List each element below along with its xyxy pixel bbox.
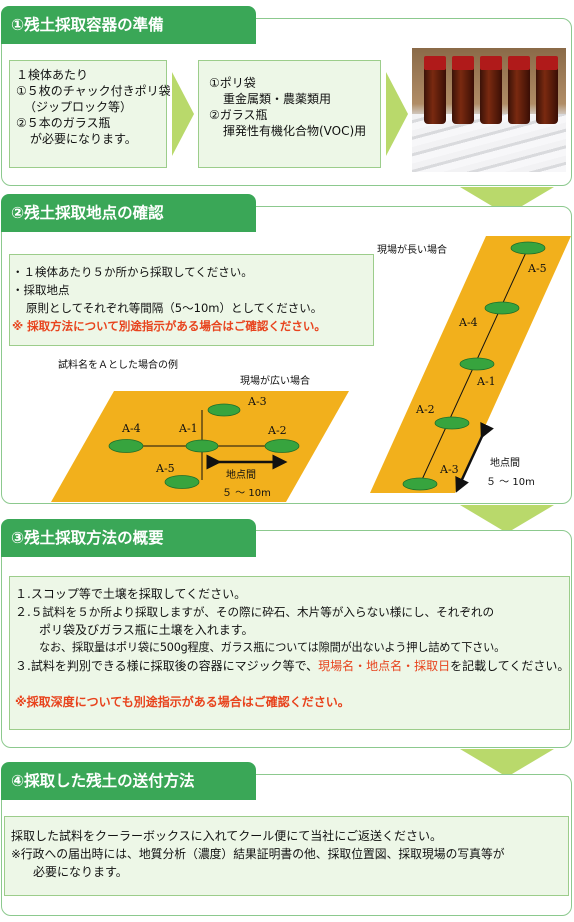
section-1-title: ①残土採取容器の準備 <box>11 16 164 34</box>
sampling-point-instructions: ・１検体あたり５か所から採取してください。 ・採取地点 原則としてそれぞれ等間隔… <box>9 254 374 346</box>
box2-line-2: ②ガラス瓶 <box>209 108 268 122</box>
long-point-a3 <box>402 477 438 491</box>
step-3-highlight: 現場名・地点名・採取日 <box>318 659 451 673</box>
long-distance-label: 地点間 <box>490 458 520 469</box>
wide-label-a1: A-1 <box>179 422 198 435</box>
box1-line-3: ②５本のガラス瓶 <box>16 116 111 130</box>
sampling-line-2: 原則としてそれぞれ等間隔（5～10m）としてください。 <box>26 301 323 315</box>
sampling-depth-note: ※採取深度についても別途指示がある場合はご確認ください。 <box>15 695 350 709</box>
shipping-line-1: ※行政への届出時には、地質分析（濃度）結果証明書の他、採取位置図、採取現場の写真… <box>11 847 505 861</box>
box2-line-1: 重金属類・農薬類用 <box>223 92 332 106</box>
method-step-1: １.スコップ等で土壌を採取してください。 <box>15 585 569 603</box>
glass-bottle-image <box>424 62 446 124</box>
long-distance-value: ５ ～ 10m <box>486 477 535 488</box>
wide-label-a5: A-5 <box>156 462 175 475</box>
wide-distance-value: ５ ～ 10m <box>222 488 271 499</box>
step-2-text-2: ポリ袋及びガラス瓶に土壌を入れます。 <box>39 623 254 637</box>
bottle-cap-image <box>536 56 558 70</box>
box2-line-3: 揮発性有機化合物(VOC)用 <box>223 124 367 138</box>
step-1-text: スコップ等で土壌を採取してください。 <box>30 587 247 601</box>
sampling-method-steps: １.スコップ等で土壌を採取してください。 ２.５試料を５か所より採取しますが、そ… <box>9 576 570 730</box>
wide-label-a4: A-4 <box>122 422 141 435</box>
box1-line-4: が必要になります。 <box>30 132 137 146</box>
long-point-a2 <box>434 416 470 430</box>
long-label-a4: A-4 <box>459 316 478 329</box>
containers-per-sample-box: １検体あたり ①５枚のチャック付きポリ袋 （ジップロック等） ②５本のガラス瓶 … <box>9 60 171 168</box>
sampling-line-0: ・１検体あたり５か所から採取してください。 <box>12 265 253 279</box>
sampling-line-1: ・採取地点 <box>12 283 70 297</box>
wide-distance-label: 地点間 <box>226 470 256 481</box>
box1-line-2: （ジップロック等） <box>24 100 133 114</box>
shipping-line-2: 必要になります。 <box>33 865 128 879</box>
section-3-title: ③残土採取方法の概要 <box>11 529 164 547</box>
wide-label-a2: A-2 <box>268 424 287 437</box>
section-title-containers: ①残土採取容器の準備 <box>1 6 256 44</box>
step-3-text-after: を記載してください。 <box>450 659 570 673</box>
glass-bottle-image <box>452 62 474 124</box>
long-point-a1 <box>459 357 495 371</box>
glass-bottle-image <box>480 62 502 124</box>
long-site-title: 現場が長い場合 <box>377 245 447 256</box>
arrow-down-icon <box>460 505 554 533</box>
long-point-a4 <box>484 301 520 315</box>
bottle-cap-image <box>480 56 502 70</box>
wide-point-a1 <box>185 439 219 453</box>
long-label-a1: A-1 <box>477 375 496 388</box>
wide-point-a5 <box>164 475 200 489</box>
shipping-instructions: 採取した試料をクーラーボックスに入れてクール便にて当社にご返送ください。 ※行政… <box>4 816 569 896</box>
long-distance-arrow <box>455 422 494 493</box>
arrow-down-icon <box>460 749 554 777</box>
step-3-text: 試料を判別できる様に採取後の容器にマジック等で、 <box>30 659 319 673</box>
glass-bottle-image <box>536 62 558 124</box>
step-2-number: ２. <box>15 605 31 619</box>
glass-bottle-image <box>508 62 530 124</box>
bottle-cap-image <box>452 56 474 70</box>
box1-line-0: １検体あたり <box>16 68 89 82</box>
sampling-note: ※ 採取方法について別途指示がある場合はご確認ください。 <box>12 319 326 333</box>
step-1-number: １. <box>15 587 31 601</box>
long-label-a3: A-3 <box>440 463 459 476</box>
example-caption: 試料名をＡとした場合の例 <box>58 360 178 371</box>
bottle-cap-image <box>508 56 530 70</box>
wide-point-a2 <box>264 439 300 453</box>
wide-site-title: 現場が広い場合 <box>240 376 310 387</box>
method-step-3: ３.試料を判別できる様に採取後の容器にマジック等で、現場名・地点名・採取日を記載… <box>15 657 569 675</box>
containers-photo <box>412 48 566 172</box>
wide-label-a3: A-3 <box>248 395 267 408</box>
box2-line-0: ①ポリ袋 <box>209 76 256 90</box>
section-title-sampling-method: ③残土採取方法の概要 <box>1 519 256 557</box>
arrow-right-icon <box>172 72 194 156</box>
long-label-a5: A-5 <box>528 262 547 275</box>
box1-line-1: ①５枚のチャック付きポリ袋 <box>16 84 171 98</box>
step-2-text-1: ５試料を５か所より採取しますが、その際に砕石、木片等が入らない様にし、それぞれの <box>30 605 495 619</box>
section-4-title: ④採取した残土の送付方法 <box>11 772 195 790</box>
section-title-sampling-points: ②残土採取地点の確認 <box>1 194 256 232</box>
section-title-shipping: ④採取した残土の送付方法 <box>1 762 256 800</box>
step-3-number: ３. <box>15 659 31 673</box>
long-point-a5 <box>510 241 546 255</box>
wide-point-a4 <box>108 439 144 453</box>
container-usage-box: ①ポリ袋 重金属類・農薬類用 ②ガラス瓶 揮発性有機化合物(VOC)用 <box>198 60 381 168</box>
wide-point-a3 <box>207 403 241 417</box>
shipping-line-0: 採取した試料をクーラーボックスに入れてクール便にて当社にご返送ください。 <box>11 829 443 843</box>
long-label-a2: A-2 <box>416 403 435 416</box>
arrow-right-icon <box>386 72 408 156</box>
section-2-title: ②残土採取地点の確認 <box>11 204 164 222</box>
method-step-2: ２.５試料を５か所より採取しますが、その際に砕石、木片等が入らない様にし、それぞ… <box>15 603 569 621</box>
bottle-cap-image <box>424 56 446 70</box>
step-2-text-3: なお、採取量はポリ袋に500g程度、ガラス瓶については隙間が出ないよう押し詰めて… <box>39 641 506 654</box>
